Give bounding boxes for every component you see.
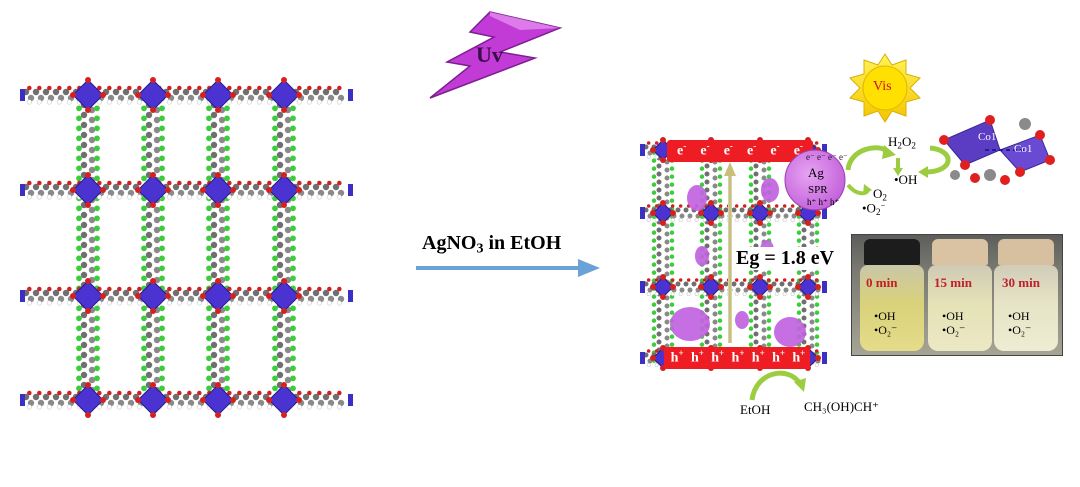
valence-band-holes: h+ h+ h+ h+ h+ h+ h+	[667, 348, 809, 368]
cobalt-label-2: Co1	[1014, 143, 1033, 155]
ag-electrons-text: e⁻ e⁻ e⁻ e⁻	[806, 152, 848, 162]
vial-cap-30min	[998, 239, 1054, 265]
spr-label: SPR	[808, 184, 828, 196]
uv-label: Uv	[476, 42, 503, 67]
vial-2-o2: •O₂⁻	[1008, 323, 1032, 337]
electron-symbol: e-	[747, 141, 757, 159]
vial-time-15min: 15 min	[934, 275, 972, 290]
oxygen-label: O2	[873, 186, 887, 202]
vial-0-o2: •O₂⁻	[874, 323, 898, 337]
reagent-subscript: 3	[476, 241, 484, 257]
hole-symbol: h+	[751, 348, 765, 366]
hole-symbol: h+	[670, 348, 684, 366]
band-gap-arrow	[724, 162, 736, 343]
electron-symbol: e-	[677, 141, 687, 159]
h2o2-sub2: 2	[911, 140, 916, 151]
hole-symbol: h+	[690, 348, 704, 366]
hole-symbol: h+	[772, 348, 786, 366]
vial-1-oh: •OH	[942, 309, 964, 323]
h2o2-o: O	[901, 134, 912, 149]
cobalt-label-1: Co1	[978, 131, 997, 143]
vial-cap-15min	[932, 239, 988, 265]
mof-crystal-structure-left	[20, 77, 353, 418]
vial-0-oh: •OH	[874, 309, 896, 323]
o2-o: O	[873, 186, 883, 201]
vial-cap-0min	[864, 239, 920, 265]
vis-label: Vis	[873, 79, 892, 94]
vial-time-0min: 0 min	[866, 275, 898, 290]
superoxide-o: •O	[862, 200, 876, 216]
vial-0min	[860, 265, 924, 351]
etoh-label: EtOH	[740, 402, 771, 417]
band-gap-label: Eg = 1.8 eV	[736, 247, 835, 270]
hole-symbol: h+	[792, 348, 806, 366]
h2o2-sub: 2	[897, 140, 902, 151]
o2-sub: 2	[882, 192, 887, 203]
vial-1-o2: •O₂⁻	[942, 323, 966, 337]
h2o2-label: H2O2	[888, 134, 916, 150]
h2o2-h: H	[888, 134, 898, 149]
electron-symbol: e-	[770, 141, 780, 159]
conduction-band-bar	[667, 140, 813, 162]
superoxide-sub: 2	[875, 206, 881, 217]
superoxide-label: •O2−	[862, 200, 885, 217]
hydroxyl-radical-label: •OH	[894, 172, 918, 187]
electron-transfer-arrows	[845, 145, 951, 196]
hole-symbol: h+	[711, 348, 725, 366]
vial-time-30min: 30 min	[1002, 275, 1040, 290]
valence-band-bar	[664, 347, 810, 369]
vial-species-0min: •OH •O₂⁻	[874, 309, 897, 337]
visible-light-sun-icon	[849, 53, 921, 123]
reagent-text: AgNO	[422, 232, 477, 254]
electron-symbol: e-	[700, 141, 710, 159]
ag-holes-text: h⁺ h⁺ h⁺	[807, 197, 840, 207]
conduction-band-electrons: e-e-e-e-e-e-	[670, 141, 810, 161]
vial-30min	[994, 265, 1058, 351]
vial-species-15min: •OH •O₂⁻	[942, 309, 965, 337]
ag-nanoparticle	[784, 149, 846, 211]
oxidation-product-label: CH₃(OH)CH⁺	[804, 399, 879, 414]
ethanol-oxidation-arrow	[749, 370, 806, 401]
vial-2-oh: •OH	[1008, 309, 1030, 323]
vial-species-30min: •OH •O₂⁻	[1008, 309, 1031, 337]
reaction-condition-label: AgNO3 in EtOH	[422, 232, 561, 258]
solvent-text: in EtOH	[483, 232, 562, 254]
reaction-arrow	[416, 259, 600, 277]
hole-symbol: h+	[731, 348, 745, 366]
vial-15min	[928, 265, 992, 351]
electron-symbol: e-	[723, 141, 733, 159]
ag-particles-decoration	[670, 178, 806, 347]
cobalt-cluster-icon	[939, 115, 1055, 185]
electron-symbol: e-	[793, 141, 803, 159]
superoxide-sup: −	[880, 200, 886, 210]
vials-photo: 0 min 15 min 30 min •OH •O₂⁻ •OH •O₂⁻ •O…	[851, 234, 1063, 356]
uv-lightning-icon	[429, 11, 563, 99]
ag-label: Ag	[808, 165, 824, 180]
